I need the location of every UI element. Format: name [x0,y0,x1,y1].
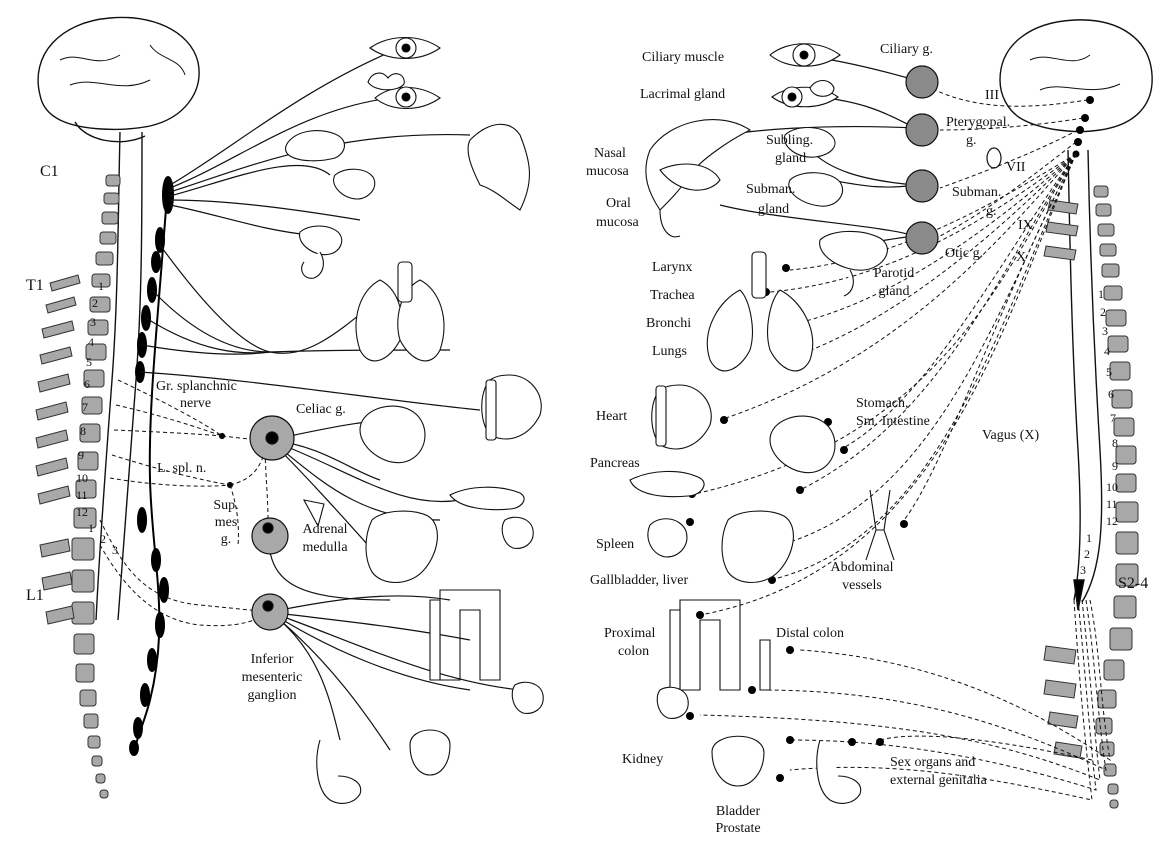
bronchi-label: Bronchi [646,316,691,332]
right-vertebra-number: 10 [1106,479,1118,495]
kidney-label: Kidney [622,752,663,768]
stomach-label-1: Stomach, [856,396,909,412]
right-vertebra-number: 3 [1102,323,1108,339]
proximal-colon-label-2: colon [618,644,649,660]
inferior-mesenteric-label-1: Inferior [232,652,312,668]
pancreas-label: Pancreas [590,456,640,472]
right-spinal-processes [1044,200,1082,758]
bladder-label: Bladder [698,804,778,820]
nasal-mucosa-label-2: mucosa [586,164,629,180]
prostate-label: Prostate [698,821,778,837]
sup-mes-label-2: mes [206,515,246,531]
adrenal-label-2: medulla [290,540,360,556]
inferior-mesenteric-label-3: ganglion [232,688,312,704]
left-vertebra-number: 8 [80,423,86,439]
left-vertebra-number: 3 [112,542,118,558]
sup-mes-label-3: g. [206,532,246,548]
right-vertebra-number: 7 [1110,410,1116,426]
sublingual-gland-label-2: gland [775,151,806,167]
left-vertebra-number: 3 [90,314,96,330]
level-l1-label: L1 [26,588,44,604]
pterygopalatine-ganglion-label-2: g. [966,133,977,149]
proximal-colon-label-1: Proximal [604,626,655,642]
lacrimal-gland-label: Lacrimal gland [640,87,725,103]
right-vertebra-number: 3 [1080,562,1086,578]
oral-mucosa-label-2: mucosa [596,215,639,231]
nasal-mucosa-label-1: Nasal [594,146,626,162]
sup-mes-label-1: Sup. [206,498,246,514]
submandibular-gland-label-1: Subman. [746,182,795,198]
left-vertebra-number: 2 [92,295,98,311]
gr-splanchnic-label-1: Gr. splanchnic [156,379,237,395]
lungs-label: Lungs [652,344,687,360]
left-vertebra-number: 4 [88,334,94,350]
level-t1-label: T1 [26,278,44,294]
sacral-level-label: S2-4 [1118,576,1148,592]
left-vertebra-number: 5 [86,354,92,370]
celiac-ganglion-label: Celiac g. [296,402,346,418]
larynx-label: Larynx [652,260,692,276]
spleen-label: Spleen [596,537,634,553]
oral-mucosa-label-1: Oral [606,196,631,212]
gr-splanchnic-label-2: nerve [180,396,211,412]
inferior-mesenteric-label-2: mesenteric [232,670,312,686]
left-vertebra-number: 9 [78,447,84,463]
vagus-label: Vagus (X) [982,428,1039,444]
left-vertebra-number: 10 [76,470,88,486]
nerve-vii-label: VII [1006,160,1025,176]
right-vertebra-number: 12 [1106,513,1118,529]
left-vertebra-number: 7 [82,399,88,415]
right-vertebra-number: 2 [1084,546,1090,562]
stomach-label-2: Sm. Intestine [856,414,930,430]
right-vertebra-number: 5 [1106,364,1112,380]
adrenal-label-1: Adrenal [290,522,360,538]
submandibular-ganglion-label-1: Subman. [952,185,1001,201]
left-vertebra-number: 2 [100,531,106,547]
right-brain [1000,20,1152,132]
nerve-ix-label: IX [1018,218,1033,234]
left-vertebra-number: 6 [84,376,90,392]
ciliary-ganglion-label: Ciliary g. [880,42,933,58]
left-vertebra-number: 12 [76,504,88,520]
right-vertebra-number: 9 [1112,458,1118,474]
right-vertebra-number: 2 [1100,304,1106,320]
submandibular-gland-label-2: gland [758,202,789,218]
abdominal-vessels-label-1: Abdominal [822,560,902,576]
level-c1-label: C1 [40,164,59,180]
submandibular-ganglion-label-2: g. [986,204,997,220]
right-vertebra-number: 1 [1086,530,1092,546]
sex-organs-label-1: Sex organs and [890,755,975,771]
right-vertebra-number: 1 [1098,286,1104,302]
trachea-label: Trachea [650,288,695,304]
right-vertebra-number: 8 [1112,435,1118,451]
distal-colon-label: Distal colon [776,626,844,642]
pterygopalatine-ganglion-label-1: Pterygopal. [946,115,1010,131]
left-vertebra-number: 1 [98,278,104,294]
ciliary-muscle-label: Ciliary muscle [642,50,724,66]
lesser-splanchnic-label: L. spl. n. [157,461,206,477]
right-vertebra-number: 11 [1106,496,1118,512]
sex-organs-label-2: external genitalia [890,773,987,789]
sublingual-gland-label-1: Subling. [766,133,813,149]
right-vertebra-number: 6 [1108,386,1114,402]
nerve-iii-label: III [985,88,999,104]
abdominal-vessels-label-2: vessels [822,578,902,594]
otic-ganglion-label: Otic g. [945,246,983,262]
parotid-gland-label-2: gland [862,284,926,300]
parotid-gland-label-1: Parotid [862,266,926,282]
gallbladder-liver-label: Gallbladder, liver [590,573,688,589]
heart-label: Heart [596,409,627,425]
right-vertebra-number: 4 [1104,343,1110,359]
left-brain [38,17,199,141]
left-vertebra-number: 11 [76,487,88,503]
right-organs [630,44,894,804]
left-vertebra-number: 1 [88,520,94,536]
nerve-x-label: X [1016,250,1026,266]
right-spinal-cord [1068,150,1102,610]
